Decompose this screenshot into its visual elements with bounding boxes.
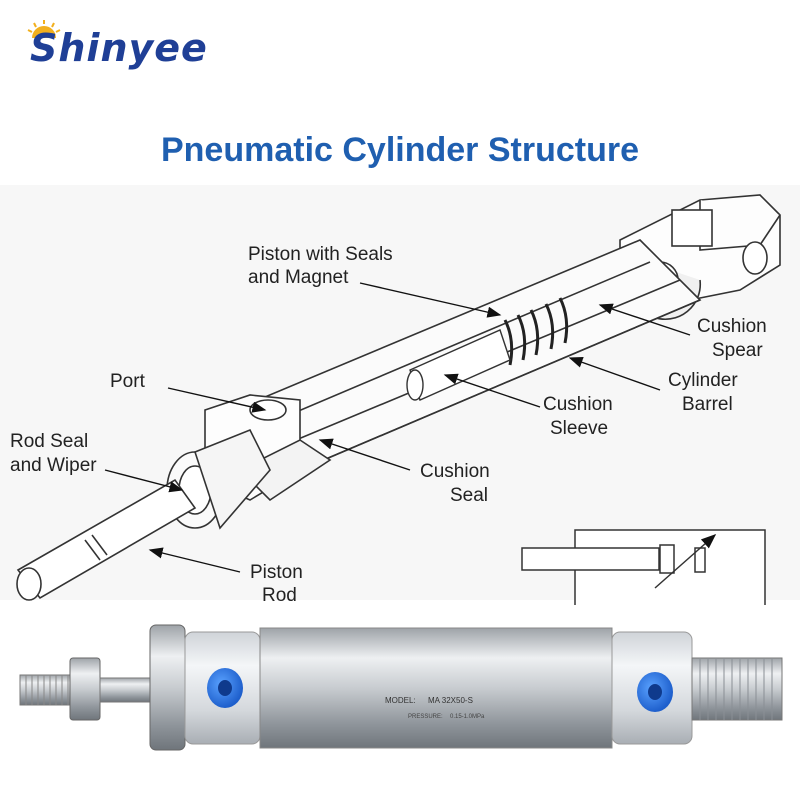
cushion-sleeve (406, 329, 511, 401)
svg-text:0.15-1.0MPa: 0.15-1.0MPa (450, 714, 485, 720)
arrow-cushion-spear (598, 303, 691, 336)
arrow-cushion-seal (318, 438, 411, 471)
product-photo: MODEL: MA 32X50-S PRESSURE: 0.15-1.0MPa (19, 624, 783, 751)
page-title: Pneumatic Cylinder Structure (160, 131, 639, 169)
label-piston-rod-line1: Piston (250, 562, 303, 583)
label-piston-rod-line2: Rod (262, 585, 297, 605)
rod-nut (69, 657, 101, 721)
label-cushion-spear-line1: Cushion (697, 316, 767, 337)
label-piston-line1: Piston with Seals (248, 244, 393, 265)
label-rod-seal-line1: Rod Seal (10, 431, 88, 452)
cylinder-cutaway-diagram: Piston with Seals and Magnet Cushion Spe… (0, 185, 800, 605)
label-port: Port (110, 371, 146, 392)
brand-name: Shinyee (30, 26, 208, 70)
rod-shaft (99, 677, 151, 703)
piston-rod (16, 478, 197, 601)
mount-nut (149, 624, 186, 751)
label-cushion-seal-line2: Seal (450, 485, 488, 506)
label-cushion-spear-line2: Spear (712, 340, 763, 361)
arrow-piston-rod (148, 547, 241, 573)
label-rod-seal-line2: and Wiper (10, 455, 97, 476)
sun-icon (27, 20, 61, 38)
svg-text:MA 32X50-S: MA 32X50-S (428, 696, 473, 705)
label-cushion-sleeve-line2: Sleeve (550, 418, 608, 439)
svg-text:MODEL:: MODEL: (385, 696, 416, 705)
label-cushion-sleeve-line1: Cushion (543, 394, 613, 415)
arrow-piston (359, 282, 502, 318)
svg-text:PRESSURE:: PRESSURE: (408, 714, 443, 720)
label-piston-line2: and Magnet (248, 267, 349, 288)
label-cylinder-barrel-line1: Cylinder (668, 370, 738, 391)
label-cushion-seal-line1: Cushion (420, 461, 490, 482)
rear-thread (691, 657, 783, 721)
barrel (259, 627, 613, 749)
model-label: MODEL: MA 32X50-S PRESSURE: 0.15-1.0MPa (385, 696, 485, 720)
arrow-cushion-sleeve (443, 373, 541, 408)
leader-lines (104, 282, 691, 573)
piston-seals (503, 297, 569, 366)
arrow-rod-seal (104, 469, 184, 493)
brand-logo: Shinyee (27, 20, 250, 74)
label-cylinder-barrel-line2: Barrel (682, 394, 733, 415)
arrow-cylinder-barrel (568, 356, 661, 391)
pneumatic-symbol (521, 529, 766, 605)
arrow-port (167, 387, 267, 413)
